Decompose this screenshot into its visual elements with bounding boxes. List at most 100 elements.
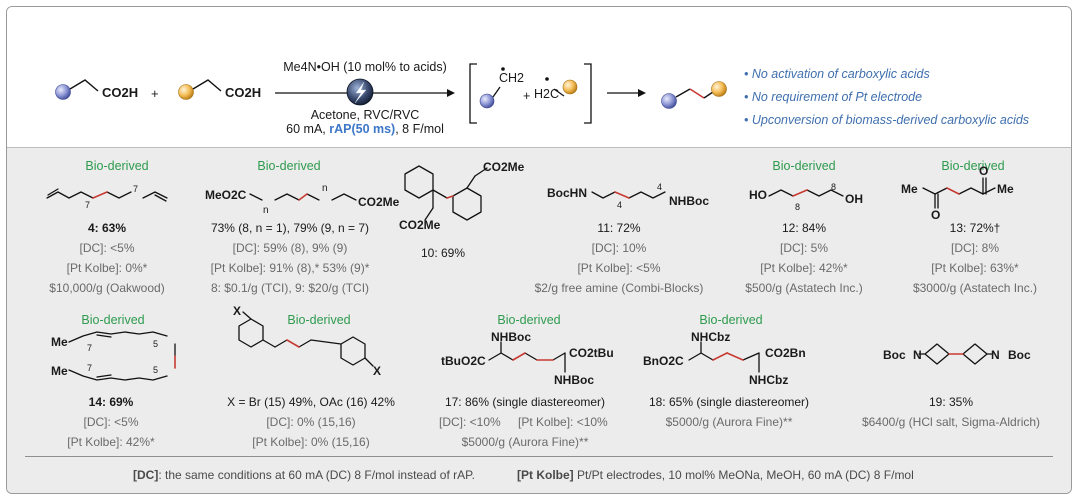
bracket-right: [584, 63, 592, 124]
radical-sphere-orange: [562, 79, 578, 95]
radical1-bond: [492, 86, 501, 98]
yield-10: 10: 69%: [420, 246, 466, 260]
pt-11: [Pt Kolbe]: <5%: [577, 261, 661, 275]
dc-4: [DC]: <5%: [79, 241, 135, 255]
bio-tag-17: Bio-derived: [497, 313, 561, 327]
conditions-reagent: Me4N•OH (10 mol% to acids): [283, 60, 447, 74]
sub-4b: 7: [133, 184, 139, 194]
n-sub-1: n: [263, 205, 269, 216]
structure-12: [768, 189, 844, 197]
boc-right-19: Boc: [1008, 348, 1031, 362]
price-8: 8: $0.1/g (TCI), 9: $20/g (TCI): [210, 281, 370, 295]
lightning-icon: [354, 81, 367, 104]
dc-11: [DC]: 10%: [591, 241, 647, 255]
scheme-drawing: [55, 63, 727, 124]
pt-13: [Pt Kolbe]: 63%*: [931, 261, 1019, 275]
yield-18: 18: 65% (single diastereomer): [648, 395, 810, 409]
substrate-scope-panel: Bio-derived 7 7 4: 63% [DC]: <5% [Pt Kol…: [7, 147, 1071, 493]
bio-tag-13: Bio-derived: [941, 159, 1005, 173]
nitrogen-19a: N: [913, 348, 922, 362]
dc-8: [DC]: 59% (8), 9% (9): [232, 241, 348, 255]
pt-4: [Pt Kolbe]: 0%*: [66, 261, 148, 275]
price-12: $500/g (Astatech Inc.): [745, 281, 863, 295]
bio-tag-18: Bio-derived: [699, 313, 763, 327]
product-sphere-orange: [711, 81, 727, 97]
structure-13: [922, 177, 996, 209]
pt-17: [Pt Kolbe]: <10%: [518, 415, 608, 429]
halide-15b: X: [373, 364, 382, 378]
structures-drawing: [46, 165, 996, 381]
pt-8: [Pt Kolbe]: 91% (8),* 53% (9)*: [210, 261, 370, 275]
methyl-bottom-14: Me: [51, 364, 68, 378]
nhcbz-top-18: NHCbz: [691, 330, 731, 344]
reaction-arrowhead: [447, 89, 455, 97]
radical1-dot: [501, 67, 505, 71]
nitrogen-19b: N: [991, 348, 1000, 362]
yield-19: 19: 35%: [928, 395, 974, 409]
ester-right-17: CO2tBu: [569, 346, 614, 360]
structure-11: [591, 191, 666, 199]
ester-left-17: tBuO2C: [441, 354, 486, 368]
acid2-label: CO2H: [225, 85, 262, 100]
price-18: $5000/g (Aurora Fine)**: [665, 415, 793, 429]
radical-plus: +: [523, 89, 531, 103]
sub-14c: 5: [153, 339, 159, 349]
product-bond-right: [703, 91, 714, 99]
bio-tag-12: Bio-derived: [772, 159, 836, 173]
hydroxyl-right-12: OH: [845, 192, 863, 206]
price-4: $10,000/g (Oakwood): [49, 281, 165, 295]
sub-4a: 7: [85, 200, 91, 210]
pt-14: [Pt Kolbe]: 42%*: [67, 435, 155, 449]
ester-right-18: CO2Bn: [765, 346, 806, 360]
sub-12a: 8: [795, 202, 801, 212]
structure-10: [404, 165, 488, 221]
structure-8: [249, 193, 357, 201]
ester-bottom-10: CO2Me: [399, 218, 441, 232]
yield-4: 4: 63%: [87, 221, 127, 235]
conditions-solvent: Acetone, RVC/RVC: [310, 108, 420, 122]
dc-12: [DC]: 5%: [779, 241, 829, 255]
pt-12: [Pt Kolbe]: 42%*: [760, 261, 848, 275]
bullet-upconversion: • Upconversion of biomass-derived carbox…: [744, 113, 1030, 127]
reaction-scheme: CO2H + CO2H Me4N•OH (10 mol% to acids) A…: [7, 7, 1071, 147]
yield-15: X = Br (15) 49%, OAc (16) 42%: [227, 395, 395, 409]
radical2-label: H2C: [534, 87, 560, 101]
product-bond-left: [675, 88, 691, 98]
methyl-top-14: Me: [51, 335, 68, 349]
ester-left-8: MeO2C: [205, 188, 247, 202]
bracket-left: [469, 63, 477, 124]
price-13: $3000/g (Astatech Inc.): [912, 281, 1038, 295]
oxygen-13a: O: [931, 208, 941, 222]
nhboc-top-17: NHBoc: [491, 330, 532, 344]
conditions-current: 60 mA, rAP(50 ms), 8 F/mol: [286, 122, 444, 136]
bullet-no-activation: • No activation of carboxylic acids: [744, 67, 930, 81]
halide-15a: X: [233, 304, 242, 318]
yield-8: 73% (8, n = 1), 79% (9, n = 7): [210, 221, 370, 235]
acid1-chain: [69, 79, 99, 92]
figure-frame: CO2H + CO2H Me4N•OH (10 mol% to acids) A…: [6, 6, 1072, 494]
nhboc-bottom-17: NHBoc: [554, 373, 595, 387]
footer-divider: [25, 456, 1053, 457]
ester-top-10: CO2Me: [483, 160, 525, 174]
amine-left-11: BocHN: [547, 186, 588, 200]
bio-tag-4: Bio-derived: [85, 159, 149, 173]
price-11: $2/g free amine (Combi-Blocks): [534, 281, 704, 295]
sub-11a: 4: [617, 200, 623, 210]
boc-left-19: Boc: [883, 348, 906, 362]
yield-17: 17: 86% (single diastereomer): [444, 395, 606, 409]
yield-12: 12: 84%: [781, 221, 827, 235]
acid1-label: CO2H: [102, 85, 139, 100]
sub-14d: 5: [153, 365, 159, 375]
pt-15: [Pt Kolbe]: 0% (15,16): [252, 435, 370, 449]
second-arrowhead: [638, 89, 646, 97]
substrate-sphere-orange: [178, 84, 194, 100]
structure-14: [68, 331, 176, 381]
footnote-pt: [Pt Kolbe] Pt/Pt electrodes, 10 mol% MeO…: [517, 468, 914, 482]
methyl-right-13: Me: [997, 182, 1014, 196]
product-sphere-blue: [661, 93, 677, 109]
footnote-dc: [DC]: the same conditions at 60 mA (DC) …: [133, 468, 475, 482]
price-19: $6400/g (HCl salt, Sigma-Aldrich): [861, 415, 1041, 429]
ester-right-8: CO2Me: [358, 195, 400, 209]
sub-11b: 4: [657, 182, 663, 192]
ester-left-18: BnO2C: [643, 354, 684, 368]
